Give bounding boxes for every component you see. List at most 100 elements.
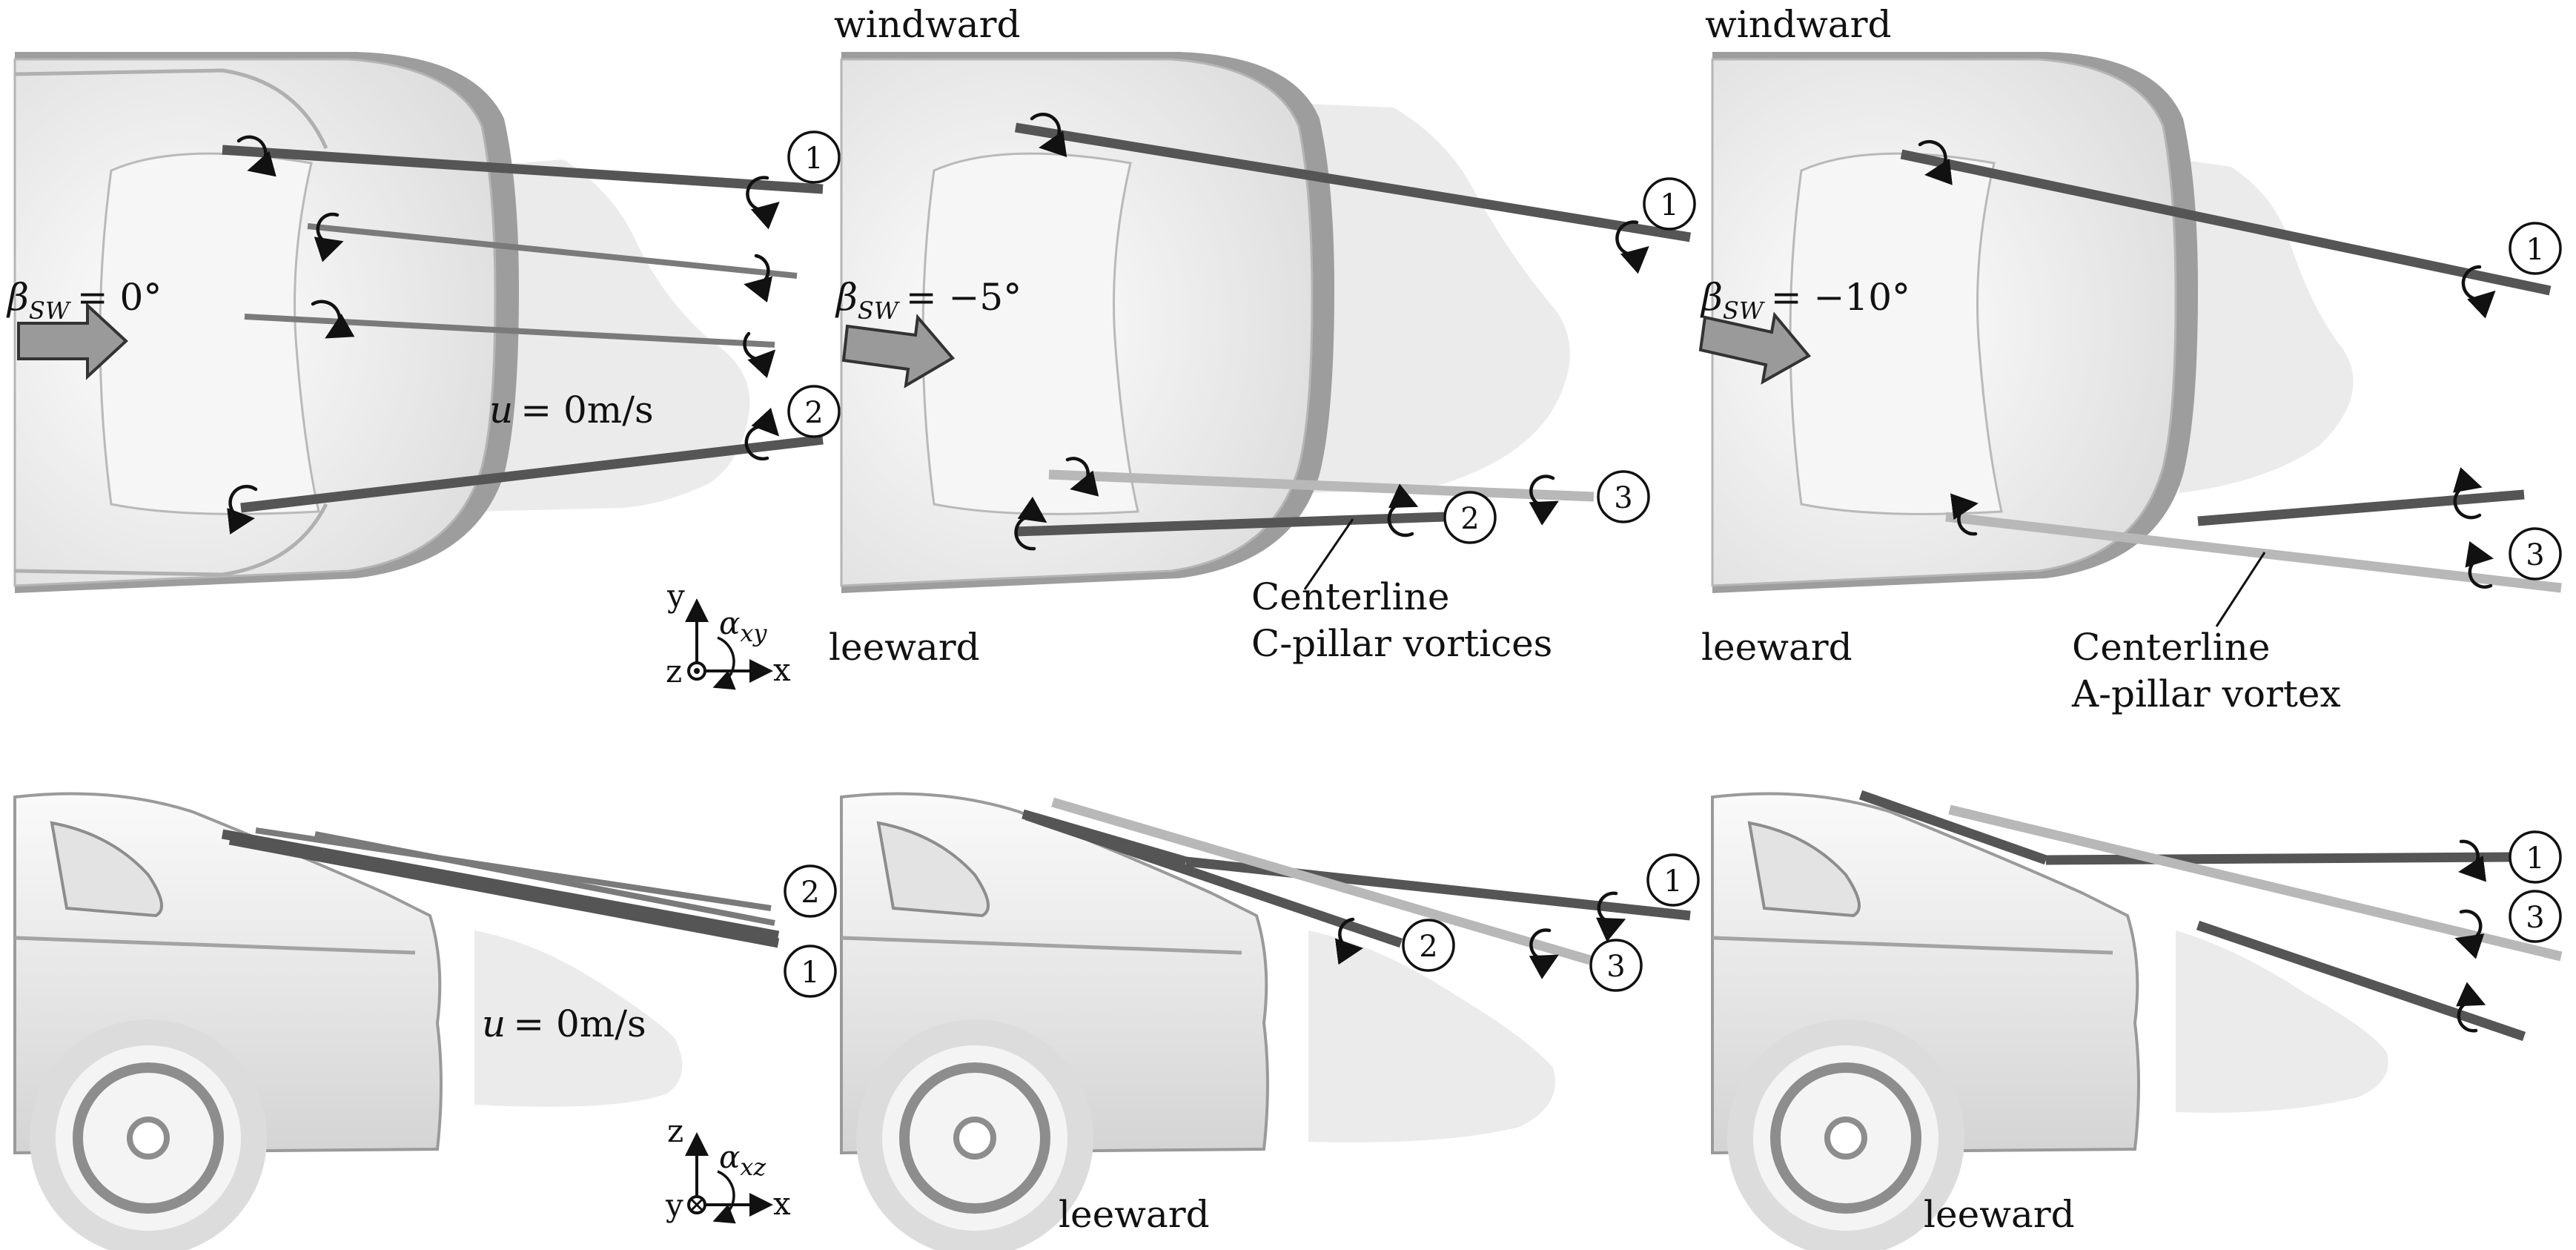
vortex-line [228, 835, 780, 948]
panel-bottom-right: 1 3 leeward [1711, 790, 2563, 1250]
marker-3: 3 [1589, 939, 1643, 992]
marker-2: 2 [1402, 919, 1455, 972]
svg-text:2: 2 [1460, 502, 1479, 536]
wake-region [1305, 104, 1570, 493]
vortex-line [2197, 489, 2525, 526]
centerline-leader [2215, 552, 2266, 627]
marker-1: 1 [2509, 222, 2562, 275]
rotation-arrows [1334, 891, 1626, 979]
marker-1: 1 [787, 130, 841, 184]
velocity-label: u= 0m/s [482, 1002, 646, 1045]
leeward-label: leeward [1701, 626, 1852, 669]
leeward-label: leeward [829, 626, 980, 669]
axes-xz: z y x αxz [665, 1113, 791, 1224]
car-top-view [840, 52, 1334, 593]
car-top-view [1711, 52, 2198, 593]
beta-label: βSW= 0° [6, 276, 162, 325]
svg-text:3: 3 [1606, 950, 1625, 984]
marker-3: 3 [1597, 470, 1650, 523]
panel-top-left: 1 2 βSW= 0° u= 0m/s y z x αxy [6, 52, 841, 690]
svg-text:2: 2 [804, 396, 823, 430]
windward-label: windward [1705, 3, 1892, 46]
svg-text:z: z [667, 1113, 683, 1149]
flow-arrow [17, 302, 128, 380]
marker-1: 1 [2509, 830, 2562, 884]
flow-arrow [1698, 311, 1812, 385]
svg-text:2: 2 [1419, 930, 1437, 964]
vortex-line [255, 827, 772, 911]
centerline-label: Centerline [1251, 575, 1449, 618]
svg-text:3: 3 [2526, 901, 2544, 935]
flow-arrow [841, 314, 956, 388]
centerline-label: Centerline [2072, 626, 2270, 669]
rotation-arrows [1014, 113, 1649, 551]
beta-label: βSW= −5° [835, 276, 1022, 325]
vortex-line [1024, 810, 1403, 948]
svg-text:x: x [773, 652, 791, 688]
svg-text:αxy: αxy [719, 605, 767, 647]
wake-region [1308, 930, 1555, 1142]
rotation-arrows [1918, 139, 2496, 589]
vortex-line [1015, 512, 1446, 537]
leeward-label: leeward [1059, 1193, 1210, 1236]
vortex-line [1048, 469, 1595, 502]
svg-text:1: 1 [801, 956, 819, 990]
marker-2: 2 [784, 864, 837, 918]
vortex-line [1945, 512, 2562, 593]
svg-text:3: 3 [2526, 538, 2544, 572]
vortex-line [2196, 920, 2526, 1042]
vortex-line [314, 831, 775, 926]
beta-label: βSW= −10° [1700, 276, 1910, 325]
vortex-line [222, 145, 824, 194]
svg-text:1: 1 [2526, 233, 2544, 267]
vortex-line [1014, 122, 1692, 242]
centerline-label: A-pillar vortex [2071, 672, 2341, 715]
marker-1: 1 [1646, 853, 1700, 907]
vortex-line [2045, 852, 2510, 865]
wake-region [474, 930, 683, 1107]
vortex-line [1185, 856, 1691, 921]
svg-text:y: y [665, 1187, 683, 1223]
vortex-line [1948, 804, 2563, 962]
panel-top-right: 1 3 βSW= −10° windward leeward Centerlin… [1698, 3, 2562, 715]
wake-region [2176, 930, 2388, 1113]
svg-text:x: x [773, 1185, 791, 1222]
velocity-label: u= 0m/s [489, 388, 654, 431]
rotation-arrows [227, 135, 780, 535]
panel-top-mid: 1 3 2 βSW= −5° windward leeward Centerli… [829, 3, 1696, 669]
marker-1: 1 [784, 945, 837, 998]
panel-bottom-mid: 1 2 3 leeward [840, 792, 1700, 1250]
vortex-line [1900, 149, 2552, 296]
vortex-line [307, 223, 798, 279]
vortex-line [1051, 797, 1592, 965]
svg-text:3: 3 [1614, 481, 1632, 515]
vortex-line [240, 434, 824, 513]
car-side-view [13, 792, 443, 1250]
marker-3: 3 [2509, 527, 2562, 581]
car-side-view [1711, 792, 2140, 1250]
wake-region [2179, 159, 2354, 493]
svg-text:1: 1 [2526, 841, 2544, 876]
marker-1: 1 [1643, 177, 1696, 231]
centerline-leader [1303, 518, 1354, 590]
svg-text:1: 1 [1660, 188, 1678, 222]
car-top-view [13, 52, 519, 593]
svg-text:1: 1 [804, 142, 823, 176]
rotation-arrows [2454, 839, 2487, 1033]
centerline-label: C-pillar vortices [1251, 622, 1552, 665]
svg-text:2: 2 [801, 876, 819, 910]
leeward-label: leeward [1924, 1193, 2075, 1236]
marker-2: 2 [787, 385, 841, 438]
panel-bottom-left: 2 1 u= 0m/s z y x αxz [13, 792, 837, 1250]
vortex-line [1858, 790, 2048, 865]
marker-2: 2 [1443, 491, 1497, 544]
windward-label: windward [834, 3, 1021, 46]
axes-xy: y z x αxy [666, 578, 791, 690]
svg-text:z: z [666, 653, 682, 690]
svg-text:αxz: αxz [719, 1139, 766, 1181]
vortex-line [221, 829, 780, 941]
car-side-view [840, 792, 1269, 1250]
svg-text:y: y [666, 578, 685, 614]
svg-text:1: 1 [1663, 864, 1682, 899]
